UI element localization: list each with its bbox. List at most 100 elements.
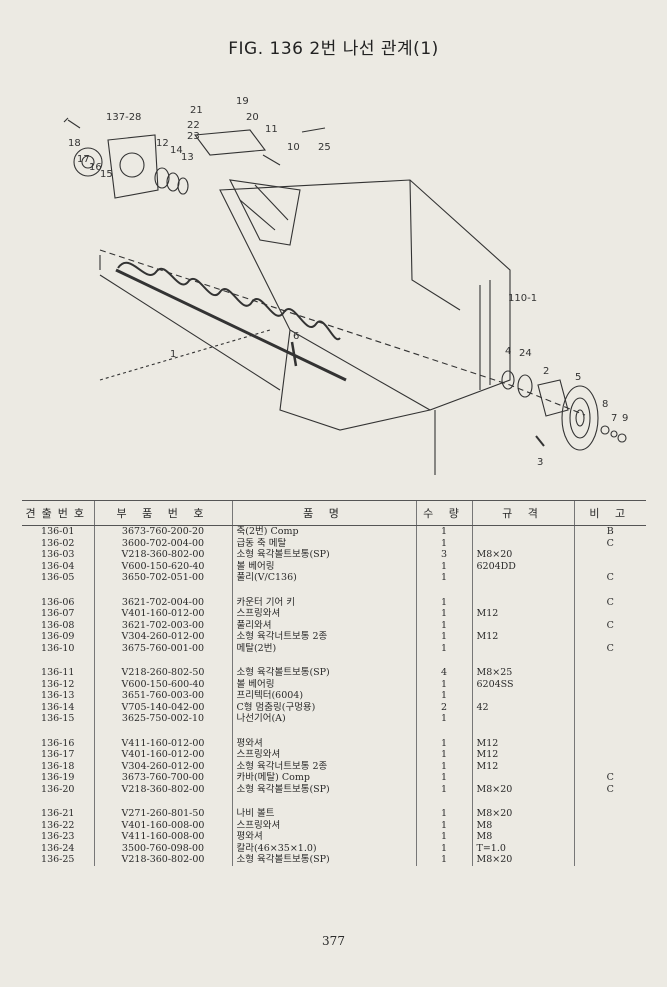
cell-spec: M12 [471,760,574,772]
cell-spec [471,537,574,549]
callout-16: 16 [89,162,102,173]
housing-outline [219,179,511,411]
spacer-cell [22,654,94,667]
cell-remark: C [573,642,646,654]
callout-24: 24 [519,348,532,359]
cell-index-no: 136-16 [41,737,75,749]
callout-137-28: 137-28 [106,112,141,123]
cell-remark [573,737,646,749]
callout-1: 1 [170,349,176,360]
cell-quantity: 3 [415,549,472,561]
cell-spec: M12 [471,608,574,620]
cell-quantity: 1 [415,690,472,702]
cell-quantity: 1 [415,760,472,772]
sprocket [73,147,103,177]
cell-index-no: 136-24 [41,842,75,854]
cell-quantity: 1 [415,608,472,620]
cell-spec: M8×20 [471,808,574,820]
callout-18: 18 [68,138,81,149]
cell-quantity: 1 [415,772,472,784]
retaining-ring [177,177,189,195]
washer-8 [600,425,610,435]
spacer-cell [471,795,574,808]
callout-13: 13 [181,152,194,163]
cell-part-name: 풀리(V/C136) [231,572,416,584]
cell-spec [471,642,574,654]
callout-17: 17 [77,154,90,165]
spacer-cell [231,654,416,667]
support-lines [99,255,436,475]
cell-quantity: 1 [415,831,472,843]
bearing [154,167,170,189]
callout-11: 11 [265,124,278,135]
cell-spec: 6204SS [471,678,574,690]
cell-remark [573,713,646,725]
cell-part-number: 3650-702-051-00 [93,572,232,584]
callout-10: 10 [287,142,300,153]
spacer-cell [93,724,232,738]
cell-index-no: 136-11 [41,667,75,678]
cell-index-no: 136-19 [41,772,75,783]
callout-4: 4 [505,346,511,357]
cell-part-name: 평와셔 [231,831,416,843]
header-part-name: 품 명 [231,500,416,526]
cell-quantity: 1 [415,854,472,866]
row-group-spacer [22,583,646,597]
cell-part-number: V218-360-802-00 [93,854,232,866]
cell-remark: C [573,783,646,795]
row-group-spacer [22,724,646,738]
auger-spiral [117,261,341,341]
cell-part-name: C형 멈춤링(구멍용) [231,701,416,713]
cell-spec: M12 [471,737,574,749]
auger-shaft [115,268,347,382]
cell-part-number: V271-260-801-50 [93,808,232,820]
cell-part-name: 카운터 기어 키 [231,596,416,608]
cell-spec [471,525,574,538]
spacer-cell [415,724,472,738]
cell-index-no: 136-23 [41,831,75,842]
bolt-18 [63,117,81,129]
cell-remark [573,842,646,854]
header-part-number: 부 품 번 호 [93,500,232,526]
spacer-cell [471,654,574,667]
cell-part-number: V705-140-042-00 [93,701,232,713]
cell-part-name: 스프링와셔 [231,608,416,620]
spacer-cell [415,654,472,667]
key-6 [290,341,298,367]
spacer-cell [231,583,416,597]
callout-15: 15 [100,169,113,180]
cell-spec [471,596,574,608]
cell-part-number: 3625-750-002-10 [93,713,232,725]
cell-index-no: 136-17 [41,749,75,760]
cell-index-no: 136-01 [41,526,75,537]
cell-part-name: 볼 베어링 [231,678,416,690]
cell-quantity: 1 [415,537,472,549]
cell-part-name: 칼라(46×35×1.0) [231,842,416,854]
cell-part-number: 3675-760-001-00 [93,642,232,654]
cell-index-no: 136-09 [41,631,75,642]
cell-quantity: 1 [415,737,472,749]
flange-hole [119,152,145,178]
cell-part-number: V401-160-008-00 [93,819,232,831]
cell-spec: M8×25 [471,667,574,679]
cell-index-no: 136-02 [41,537,75,549]
cell-index-no: 136-13 [41,690,75,701]
cell-part-name: 스프링와셔 [231,819,416,831]
callout-110-1: 110-1 [508,293,537,304]
cell-part-number: V600-150-620-40 [93,560,232,572]
flange-plate [107,134,159,199]
cell-part-name: 소형 육각너트보통 2종 [231,760,416,772]
hidden-lines [99,329,271,381]
cell-remark [573,690,646,702]
header-spec: 규 격 [471,500,574,526]
cell-quantity: 1 [415,713,472,725]
cell-remark: C [573,619,646,631]
cell-part-number: 3673-760-200-20 [93,525,232,538]
